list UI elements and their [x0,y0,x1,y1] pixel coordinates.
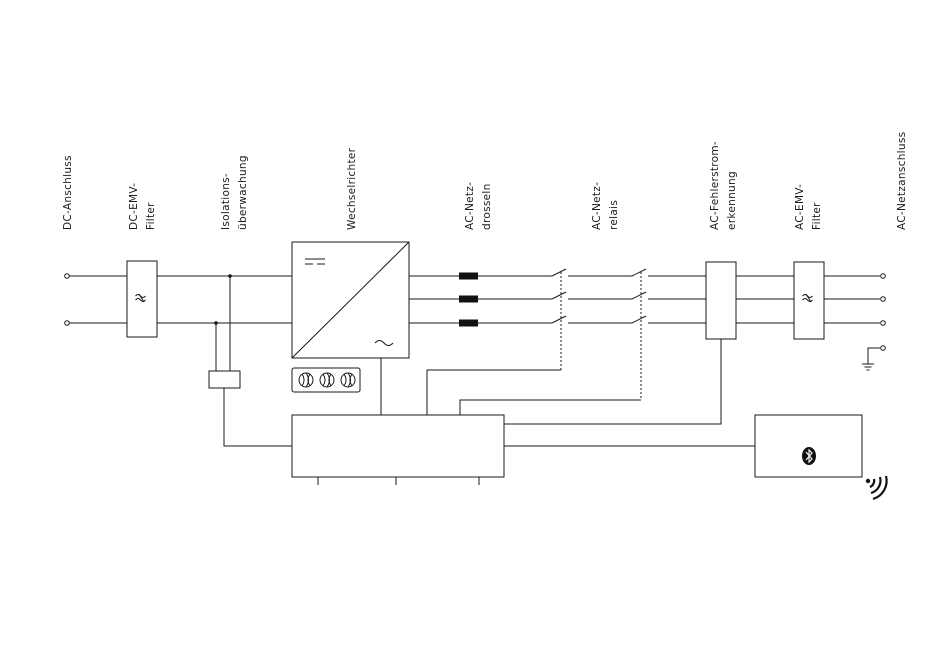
label-dc-anschluss-text: DC-Anschluss [62,155,74,230]
bluetooth-icon [802,447,816,465]
ac-terminal-l3 [881,321,886,326]
label-fehler-line1: AC-Fehlerstrom- [709,141,721,230]
dc-terminals [65,274,70,326]
label-ac-netzdrosseln: AC-Netz- drosseln [464,182,493,230]
label-dc-emv-line2: Filter [145,202,157,230]
control-unit [292,358,755,485]
dc-emv-filter-block [127,261,157,337]
ground-icon [862,348,880,370]
label-ac-netzrelais: AC-Netz- relais [591,182,620,230]
ac-emv-filter-block [794,262,824,339]
isolation-monitor-box [209,371,240,388]
ac-terminal-l2 [881,297,886,302]
label-ac-netz-text: AC-Netzanschluss [896,132,908,230]
label-iso-line1: Isolations- [220,173,232,230]
fan-unit [292,368,360,392]
dc-terminal-plus [65,274,70,279]
label-wechselrichter-text: Wechselrichter [346,147,358,230]
label-wechselrichter: Wechselrichter [346,147,358,230]
communication-module [755,415,862,477]
label-ac-netzanschluss: AC-Netzanschluss [896,132,908,230]
label-relais-line2: relais [608,200,620,230]
wireless-signal-icon [866,476,887,499]
label-isolationsueberwachung: Isolations- überwachung [220,155,249,230]
label-dc-emv-filter: DC-EMV- Filter [128,183,157,230]
label-ac-fehlerstromerkennung: AC-Fehlerstrom- erkennung [709,141,738,230]
label-drossel-line2: drosseln [481,183,493,230]
label-dc-emv-line1: DC-EMV- [128,183,140,230]
label-fehler-line2: erkennung [726,171,738,230]
choke-l1 [459,273,478,280]
ac-terminal-pe [881,346,886,351]
ac-relay-group-2 [460,269,646,415]
label-iso-line2: überwachung [237,155,249,230]
isolation-monitor [209,274,292,446]
dc-lines [69,276,292,323]
label-ac-emv-line1: AC-EMV- [794,184,806,230]
choke-l3 [459,320,478,327]
ac-terminal-l1 [881,274,886,279]
ac-chokes [459,273,478,327]
label-dc-anschluss: DC-Anschluss [62,155,74,230]
label-relais-line1: AC-Netz- [591,182,603,230]
ac-relay-group-1 [427,269,566,415]
ac-terminals [881,274,886,351]
label-drossel-line1: AC-Netz- [464,182,476,230]
label-ac-emv-filter: AC-EMV- Filter [794,184,823,230]
dc-terminal-minus [65,321,70,326]
label-ac-emv-line2: Filter [811,202,823,230]
choke-l2 [459,296,478,303]
inverter-block [292,242,409,358]
